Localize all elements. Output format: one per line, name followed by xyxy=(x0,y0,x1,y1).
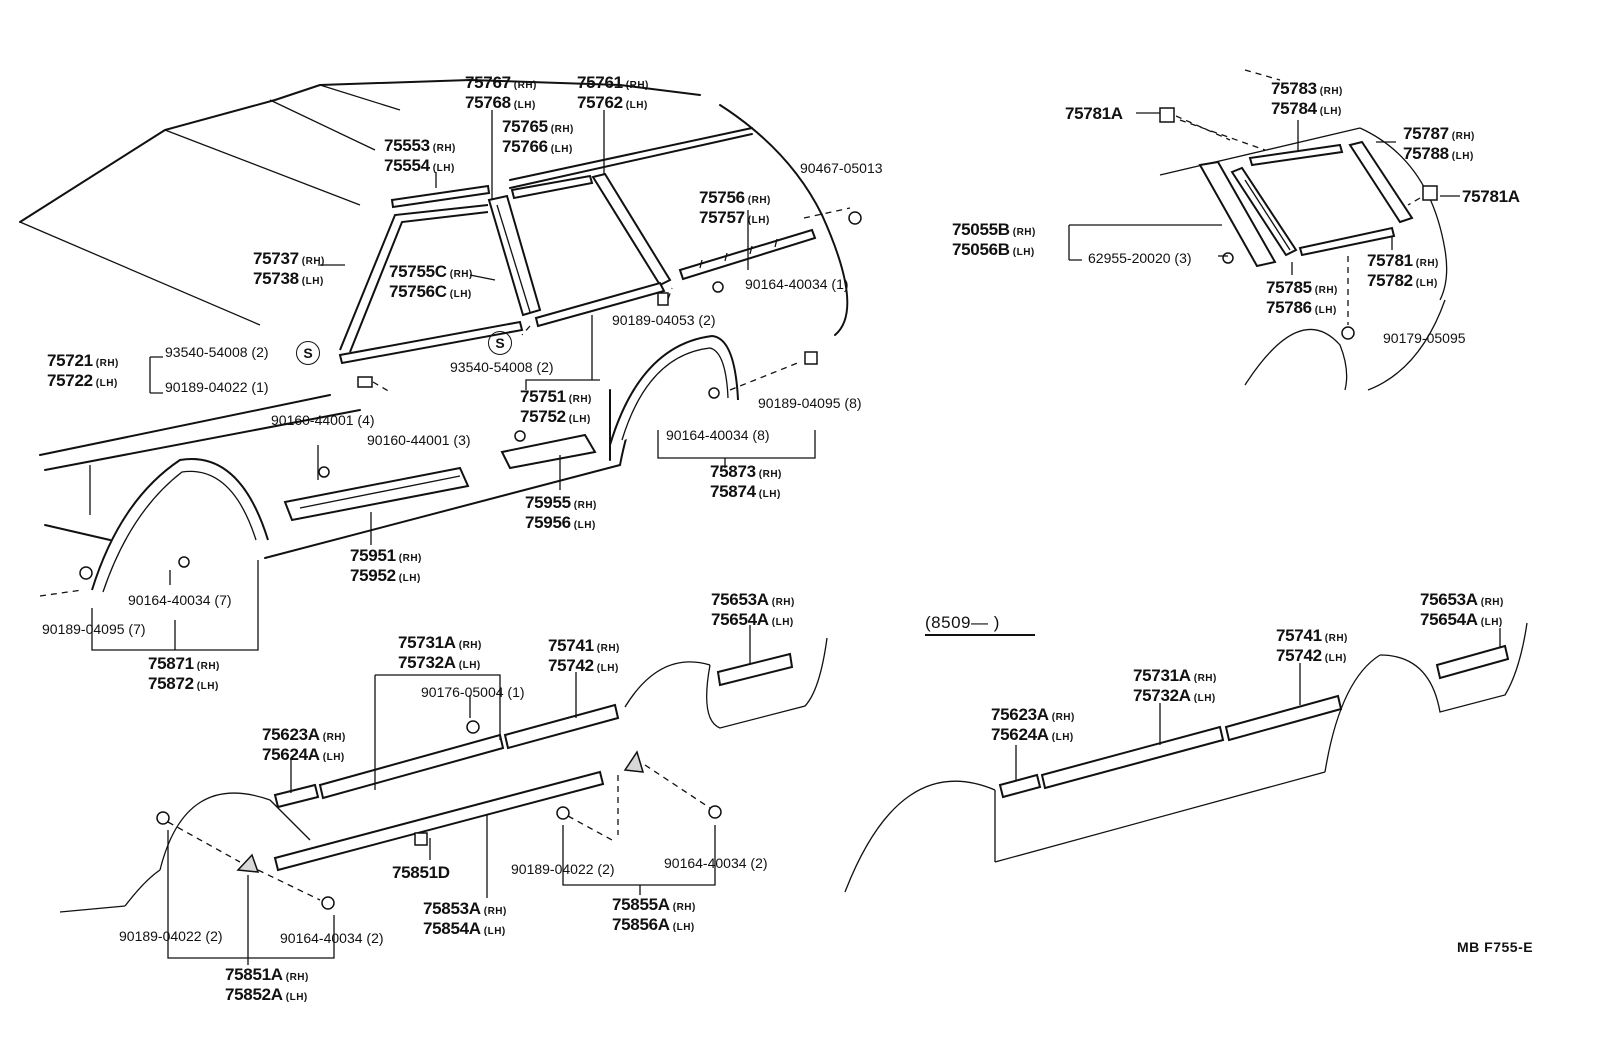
period-underline xyxy=(925,634,1035,636)
label-75721: 75721(RH) 75722(LH) xyxy=(47,351,119,390)
label-75055B: 75055B(RH) 75056B(LH) xyxy=(952,220,1036,259)
label-90189-04053: 90189-04053 (2) xyxy=(612,312,716,328)
label-90189-04022-1: 90189-04022 (1) xyxy=(165,379,269,395)
label-75653A-left: 75653A(RH) 75654A(LH) xyxy=(711,590,795,629)
label-75781A-top: 75781A xyxy=(1065,104,1123,123)
label-75871: 75871(RH) 75872(LH) xyxy=(148,654,220,693)
label-75767: 75767(RH) 75768(LH) xyxy=(465,73,537,112)
label-62955-20020: 62955-20020 (3) xyxy=(1088,250,1192,266)
label-75787: 75787(RH) 75788(LH) xyxy=(1403,124,1475,163)
label-75755C: 75755C(RH) 75756C(LH) xyxy=(389,262,473,301)
document-code: MB F755-E xyxy=(1457,939,1534,955)
label-75731A-right: 75731A(RH) 75732A(LH) xyxy=(1133,666,1217,705)
label-90189-04095-7: 90189-04095 (7) xyxy=(42,621,146,637)
label-93540-54008-b: 93540-54008 (2) xyxy=(450,359,554,375)
label-90164-40034-2-right: 90164-40034 (2) xyxy=(664,855,768,871)
label-75765: 75765(RH) 75766(LH) xyxy=(502,117,574,156)
label-90189-04022-2-left: 90189-04022 (2) xyxy=(119,928,223,944)
label-90164-40034-7: 90164-40034 (7) xyxy=(128,592,232,608)
label-75851A: 75851A(RH) 75852A(LH) xyxy=(225,965,309,1004)
label-75623A-left: 75623A(RH) 75624A(LH) xyxy=(262,725,346,764)
label-90189-04095-8: 90189-04095 (8) xyxy=(758,395,862,411)
label-75781A-right: 75781A xyxy=(1462,187,1520,206)
car-body-top-right xyxy=(1068,69,1460,391)
period-label: (8509— ) xyxy=(925,613,1000,632)
label-90160-44001-3: 90160-44001 (3) xyxy=(367,432,471,448)
label-75623A-right: 75623A(RH) 75624A(LH) xyxy=(991,705,1075,744)
car-body-bottom-right xyxy=(844,622,1528,893)
label-75751: 75751(RH) 75752(LH) xyxy=(520,387,592,426)
label-75853A: 75853A(RH) 75854A(LH) xyxy=(423,899,507,938)
car-body-bottom-left xyxy=(59,625,828,965)
label-75785: 75785(RH) 75786(LH) xyxy=(1266,278,1338,317)
label-75737: 75737(RH) 75738(LH) xyxy=(253,249,325,288)
label-93540-54008-a: 93540-54008 (2) xyxy=(165,344,269,360)
label-75741-right: 75741(RH) 75742(LH) xyxy=(1276,626,1348,665)
label-75873: 75873(RH) 75874(LH) xyxy=(710,462,782,501)
label-90164-40034-8: 90164-40034 (8) xyxy=(666,427,770,443)
label-75955: 75955(RH) 75956(LH) xyxy=(525,493,597,532)
label-75781: 75781(RH) 75782(LH) xyxy=(1367,251,1439,290)
label-90189-04022-2-right: 90189-04022 (2) xyxy=(511,861,615,877)
label-75741-left: 75741(RH) 75742(LH) xyxy=(548,636,620,675)
label-75756: 75756(RH) 75757(LH) xyxy=(699,188,771,227)
label-75653A-right: 75653A(RH) 75654A(LH) xyxy=(1420,590,1504,629)
label-75731A-left: 75731A(RH) 75732A(LH) xyxy=(398,633,482,672)
label-75855A: 75855A(RH) 75856A(LH) xyxy=(612,895,696,934)
label-90164-40034-2-left: 90164-40034 (2) xyxy=(280,930,384,946)
label-75851D: 75851D xyxy=(392,863,450,882)
s-symbol-left: S xyxy=(296,341,320,365)
label-90467-05013: 90467-05013 xyxy=(800,160,883,176)
label-90179-05095: 90179-05095 xyxy=(1383,330,1466,346)
label-90160-44001-4: 90160-44001 (4) xyxy=(271,412,375,428)
label-90164-40034-1: 90164-40034 (1) xyxy=(745,276,849,292)
label-75783: 75783(RH) 75784(LH) xyxy=(1271,79,1343,118)
label-75761: 75761(RH) 75762(LH) xyxy=(577,73,649,112)
label-90176-05004: 90176-05004 (1) xyxy=(421,684,525,700)
label-75951: 75951(RH) 75952(LH) xyxy=(350,546,422,585)
label-75553: 75553(RH) 75554(LH) xyxy=(384,136,456,175)
car-body-top-left xyxy=(19,79,862,651)
s-symbol-right: S xyxy=(488,331,512,355)
